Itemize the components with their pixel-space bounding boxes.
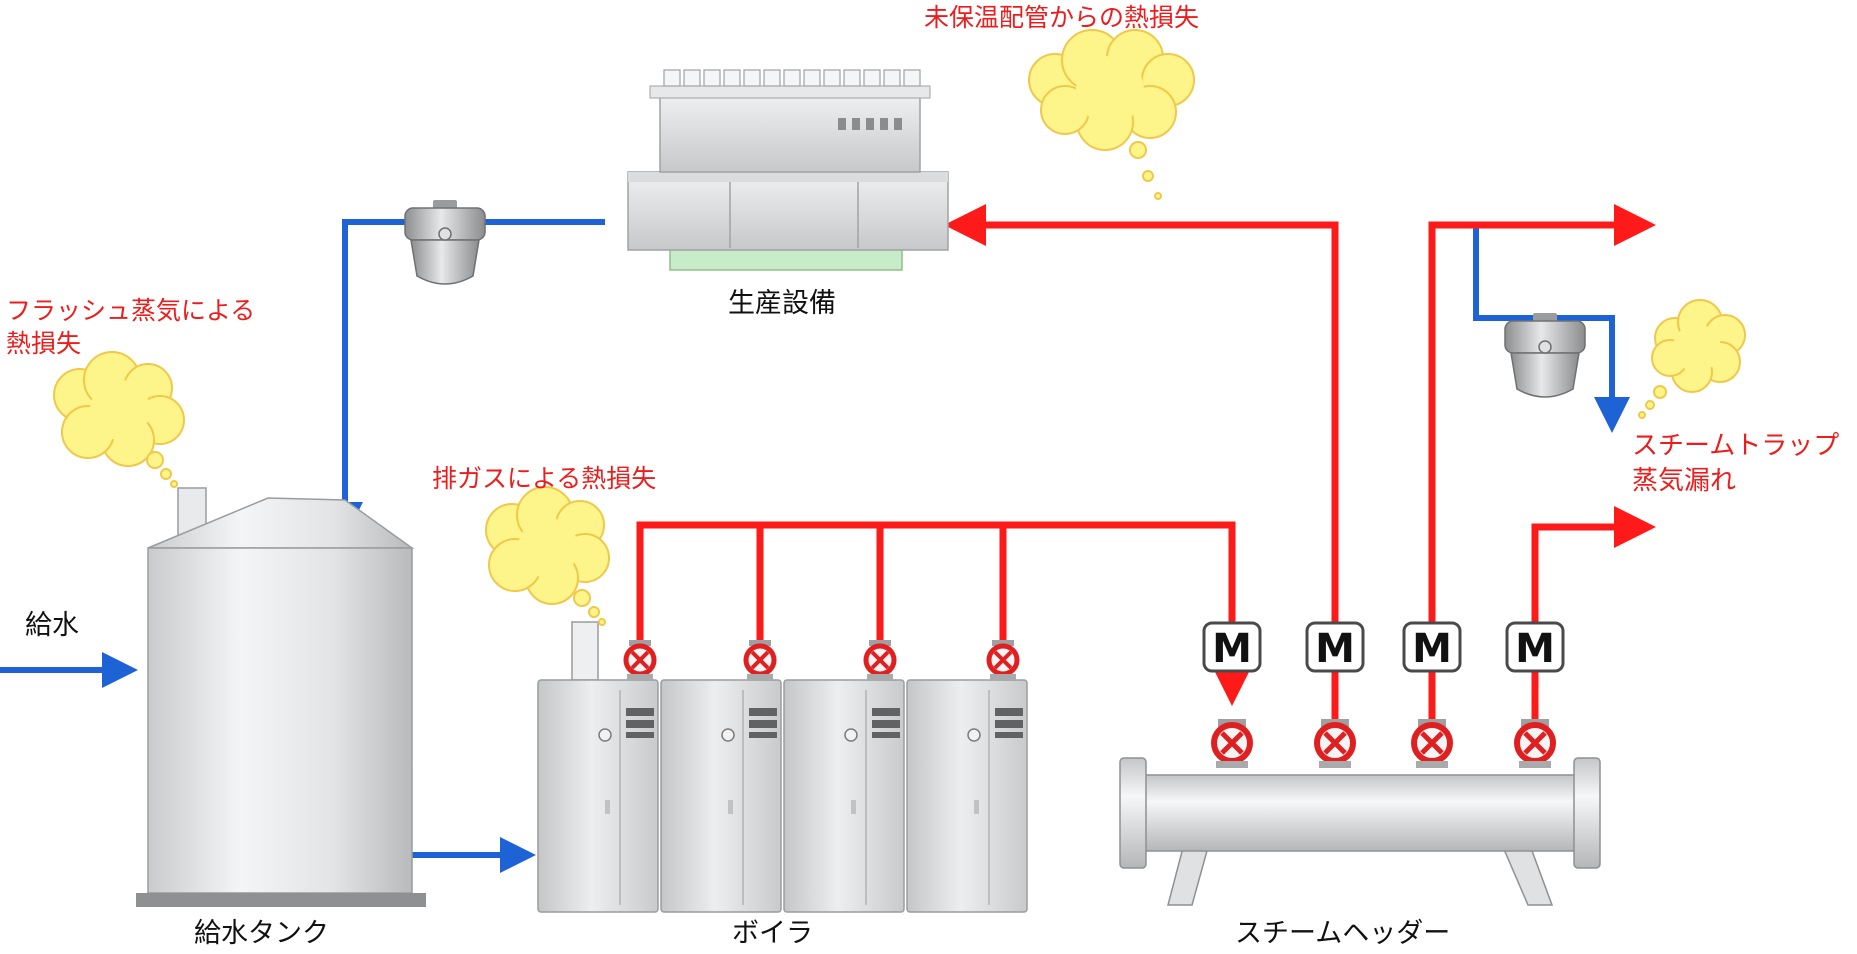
- svg-text:M: M: [1515, 626, 1555, 672]
- svg-text:M: M: [1212, 626, 1252, 672]
- motor-actuator-2: M: [1305, 621, 1365, 673]
- svg-text:M: M: [1412, 626, 1452, 672]
- steam-header: [1119, 757, 1601, 906]
- trap-leak-label-line2: 蒸気漏れ: [1632, 466, 1737, 496]
- flash-steam-loss-label-line2: 熱損失: [6, 329, 82, 358]
- boiler-label: ボイラ: [732, 918, 813, 949]
- trap-leak-label-line1: スチームトラップ: [1632, 431, 1840, 461]
- cloud-icon-flash-steam: [53, 351, 185, 488]
- flash-steam-loss-label-line1: フラッシュ蒸気による: [6, 296, 256, 325]
- cloud-icon-trap-leak: [1638, 299, 1746, 419]
- svg-text:M: M: [1315, 626, 1355, 672]
- boiler-bank: [537, 621, 1028, 913]
- boiler-collector-pipe: [636, 521, 1253, 706]
- feed-water-label: 給水: [25, 610, 79, 641]
- production-equipment: [627, 69, 949, 271]
- cloud-icon-exhaust-gas: [485, 486, 610, 626]
- cloud-icon-uninsulated-pipe: [1028, 29, 1195, 200]
- motor-actuator-1: M: [1202, 621, 1262, 673]
- feed-tank-label: 給水タンク: [194, 918, 329, 949]
- motor-actuators: M M M M: [1202, 621, 1565, 673]
- exhaust-gas-loss-label: 排ガスによる熱損失: [432, 464, 657, 493]
- steam-trap-left: [404, 199, 486, 285]
- uninsulated-pipe-loss-label: 未保温配管からの熱損失: [924, 3, 1200, 32]
- steam-header-label: スチームヘッダー: [1235, 918, 1451, 949]
- condensate-return-pipe: [327, 219, 605, 538]
- header-valves: [1214, 719, 1553, 768]
- production-equipment-label: 生産設備: [728, 288, 836, 319]
- equipment-supply-pipe: [944, 204, 1339, 720]
- motor-actuator-4: M: [1505, 621, 1565, 673]
- steam-trap-right: [1504, 312, 1586, 398]
- motor-actuator-3: M: [1402, 621, 1462, 673]
- boiler-valves: [626, 640, 1017, 680]
- feed-water-tank: [136, 487, 426, 907]
- process-supply-pipe-1: [1428, 204, 1656, 720]
